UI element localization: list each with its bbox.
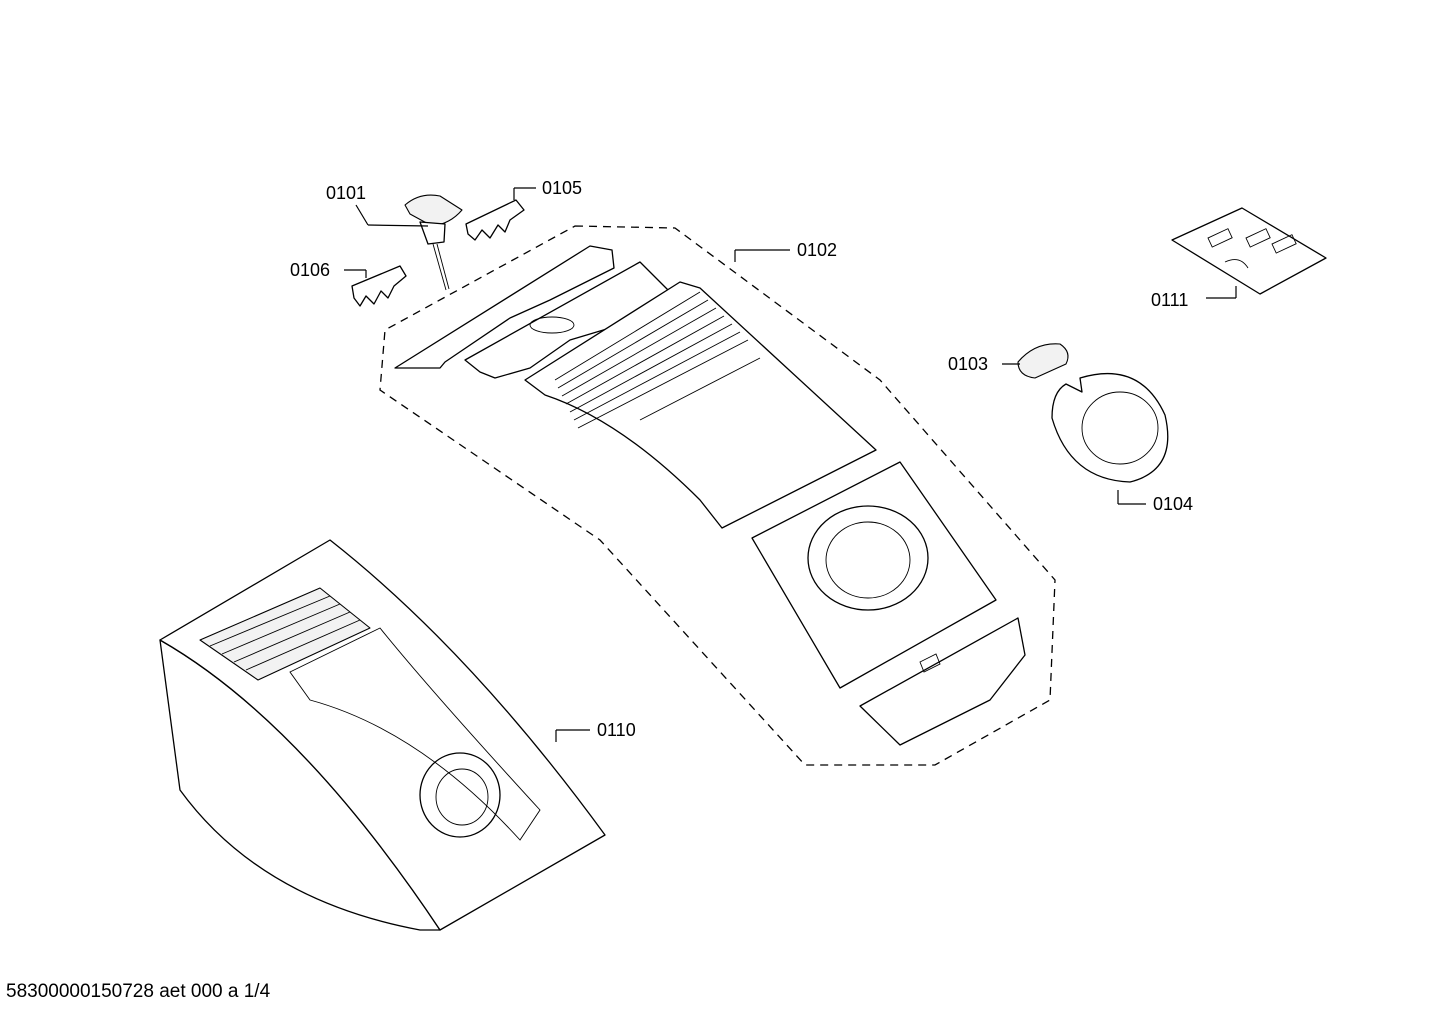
assembly-group-outline: [379, 225, 1056, 766]
label-part-0103: 0103: [948, 354, 989, 374]
part-0102-lower-lip[interactable]: [859, 617, 1026, 746]
part-0102-rail[interactable]: [394, 245, 669, 379]
label-part-0110: 0110: [597, 720, 636, 740]
part-0104-ring[interactable]: [1051, 372, 1169, 483]
leader-0101: [355, 204, 369, 226]
leader-0101b: [367, 224, 429, 227]
part-0103-knob[interactable]: [1017, 343, 1069, 379]
part-0110-housing[interactable]: [159, 539, 606, 931]
part-0105-clip[interactable]: [465, 199, 525, 241]
label-part-0102: 0102: [797, 240, 838, 260]
part-0106-clip[interactable]: [351, 265, 407, 307]
part-0101-knob[interactable]: [404, 194, 463, 291]
label-part-0104: 0104: [1153, 494, 1194, 514]
part-0111-parts-bag[interactable]: [1171, 207, 1327, 295]
label-part-0101: 0101: [326, 183, 367, 203]
part-0102-grille-cover[interactable]: [524, 281, 877, 529]
part-0102-front-plate[interactable]: [751, 461, 997, 689]
document-footer-code: 58300000150728 aet 000 a 1/4: [6, 981, 271, 1002]
label-part-0105: 0105: [542, 178, 583, 198]
label-part-0111: 0111: [1151, 290, 1189, 310]
label-part-0106: 0106: [290, 260, 331, 280]
